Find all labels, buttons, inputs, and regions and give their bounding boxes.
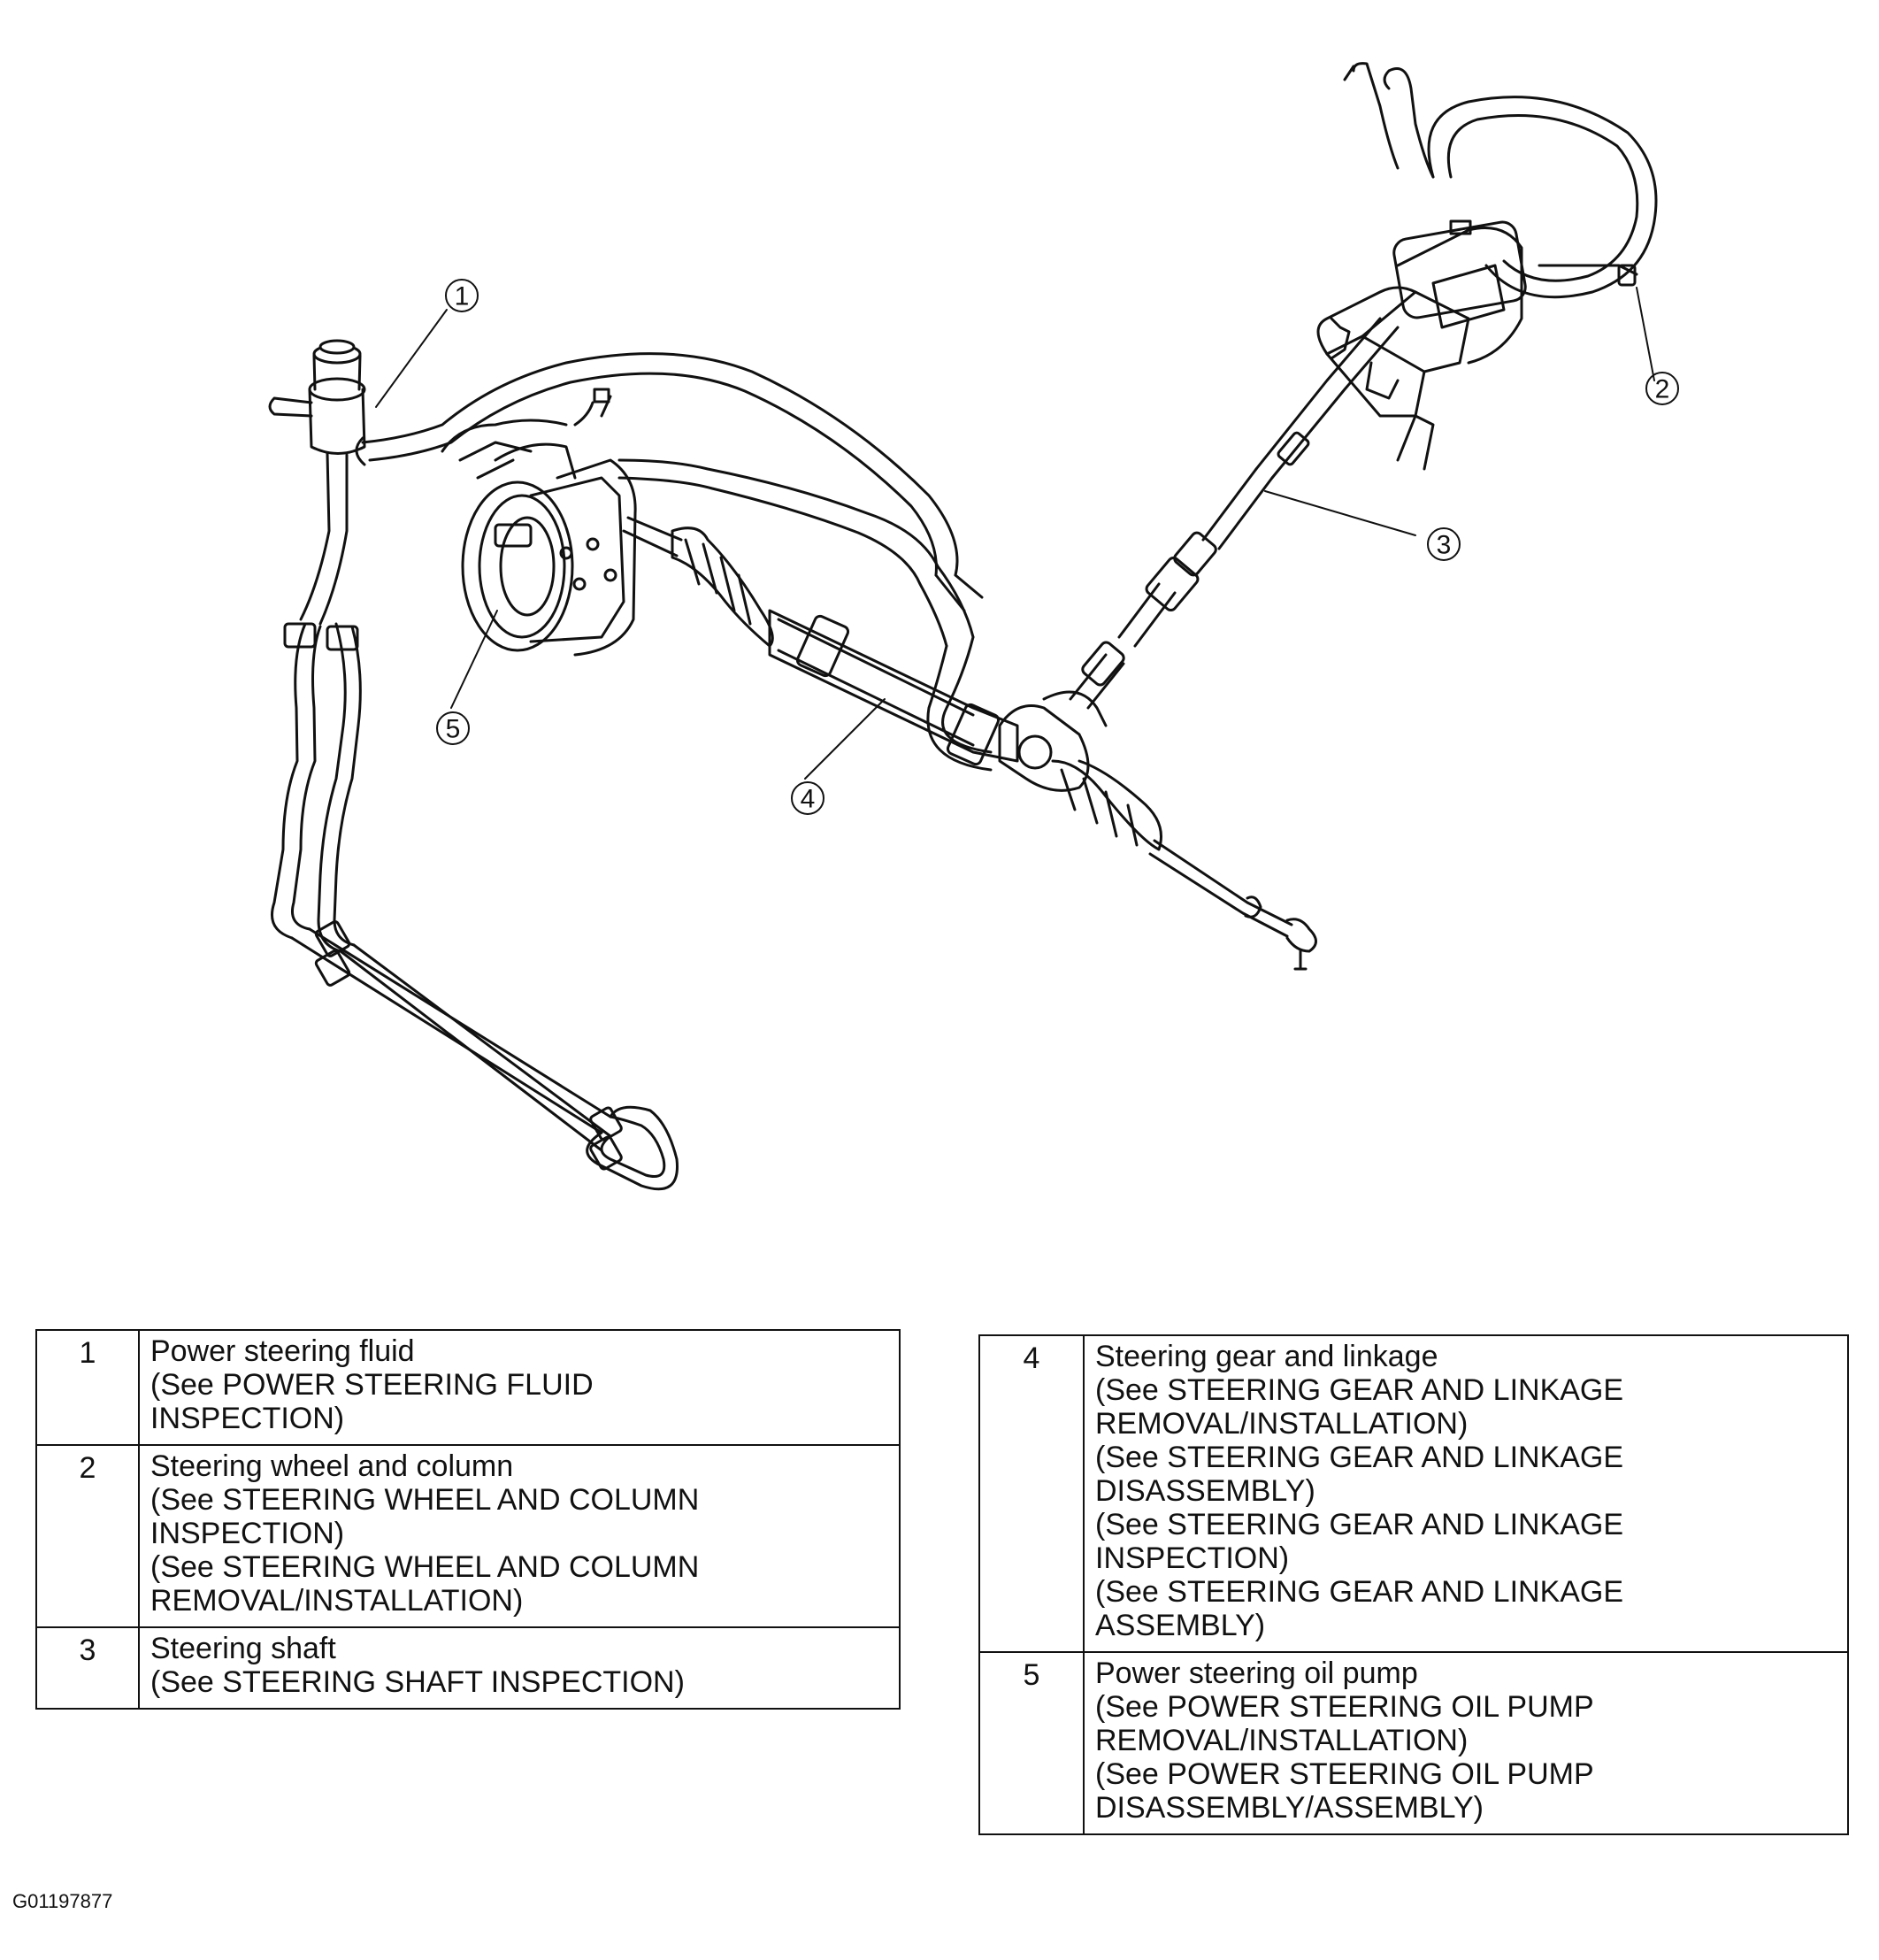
callout-5: 5 — [436, 711, 470, 745]
item-description: Steering shaft (See STEERING SHAFT INSPE… — [138, 1626, 901, 1710]
svg-text:5: 5 — [446, 715, 461, 744]
svg-text:2: 2 — [1655, 375, 1670, 404]
steering-system-illustration: 1 2 3 4 5 — [268, 62, 1679, 1191]
item-number: 1 — [35, 1329, 140, 1446]
cooler-pipes — [271, 622, 679, 1191]
item-reference: (See STEERING GEAR AND LINKAGE — [1095, 1575, 1624, 1609]
callout-3: 3 — [1427, 527, 1461, 561]
item-reference: INSPECTION) — [150, 1517, 345, 1550]
steering-rack — [622, 516, 1317, 971]
item-title: Power steering fluid — [150, 1334, 415, 1368]
item-reference: REMOVAL/INSTALLATION) — [150, 1584, 524, 1618]
item-description: Power steering fluid (See POWER STEERING… — [138, 1329, 901, 1446]
item-reference: ASSEMBLY) — [1095, 1609, 1266, 1642]
fluid-reservoir — [268, 339, 366, 626]
item-title: Steering gear and linkage — [1095, 1340, 1438, 1373]
table-row: 2 Steering wheel and column (See STEERIN… — [35, 1444, 901, 1628]
item-reference: REMOVAL/INSTALLATION) — [1095, 1407, 1469, 1441]
callout-4: 4 — [791, 781, 824, 815]
item-title: Steering wheel and column — [150, 1449, 514, 1483]
item-description: Power steering oil pump (See POWER STEER… — [1083, 1651, 1849, 1835]
steering-column — [1316, 219, 1527, 471]
item-number: 4 — [978, 1334, 1085, 1653]
figure-id: G01197877 — [12, 1890, 113, 1912]
item-reference: REMOVAL/INSTALLATION) — [1095, 1724, 1469, 1757]
item-reference: (See POWER STEERING OIL PUMP — [1095, 1757, 1594, 1791]
table-row: 5 Power steering oil pump (See POWER STE… — [978, 1651, 1849, 1835]
leader-lines — [375, 287, 1655, 780]
item-reference: (See STEERING WHEEL AND COLUMN — [150, 1550, 700, 1584]
item-title: Power steering oil pump — [1095, 1656, 1418, 1690]
table-row: 1 Power steering fluid (See POWER STEERI… — [35, 1329, 901, 1446]
item-reference: (See STEERING SHAFT INSPECTION) — [150, 1665, 685, 1699]
return-hose — [355, 352, 959, 577]
steering-wheel — [1343, 62, 1658, 299]
item-reference: (See POWER STEERING OIL PUMP — [1095, 1690, 1594, 1724]
table-row: 4 Steering gear and linkage (See STEERIN… — [978, 1334, 1849, 1653]
svg-text:4: 4 — [801, 785, 816, 814]
callout-2: 2 — [1645, 372, 1679, 405]
item-number: 2 — [35, 1444, 140, 1628]
item-title: Steering shaft — [150, 1632, 336, 1665]
item-reference: (See POWER STEERING FLUID — [150, 1368, 594, 1402]
item-reference: (See STEERING GEAR AND LINKAGE — [1095, 1441, 1624, 1474]
steering-shaft — [1042, 317, 1400, 727]
item-reference: DISASSEMBLY/ASSEMBLY) — [1095, 1791, 1484, 1825]
svg-text:3: 3 — [1437, 531, 1452, 560]
item-reference: INSPECTION) — [1095, 1541, 1290, 1575]
item-reference: DISASSEMBLY) — [1095, 1474, 1315, 1508]
pressure-hose — [617, 458, 993, 772]
legend-table-left: 1 Power steering fluid (See POWER STEERI… — [35, 1329, 901, 1710]
item-reference: (See STEERING GEAR AND LINKAGE — [1095, 1373, 1624, 1407]
oil-pump — [441, 388, 637, 657]
item-description: Steering wheel and column (See STEERING … — [138, 1444, 901, 1628]
item-reference: INSPECTION) — [150, 1402, 345, 1435]
svg-text:1: 1 — [455, 282, 470, 311]
legend-table-right: 4 Steering gear and linkage (See STEERIN… — [978, 1334, 1849, 1835]
callout-1: 1 — [445, 279, 479, 312]
item-number: 3 — [35, 1626, 140, 1710]
item-reference: (See STEERING WHEEL AND COLUMN — [150, 1483, 700, 1517]
table-row: 3 Steering shaft (See STEERING SHAFT INS… — [35, 1626, 901, 1710]
item-reference: (See STEERING GEAR AND LINKAGE — [1095, 1508, 1624, 1541]
item-description: Steering gear and linkage (See STEERING … — [1083, 1334, 1849, 1653]
item-number: 5 — [978, 1651, 1085, 1835]
